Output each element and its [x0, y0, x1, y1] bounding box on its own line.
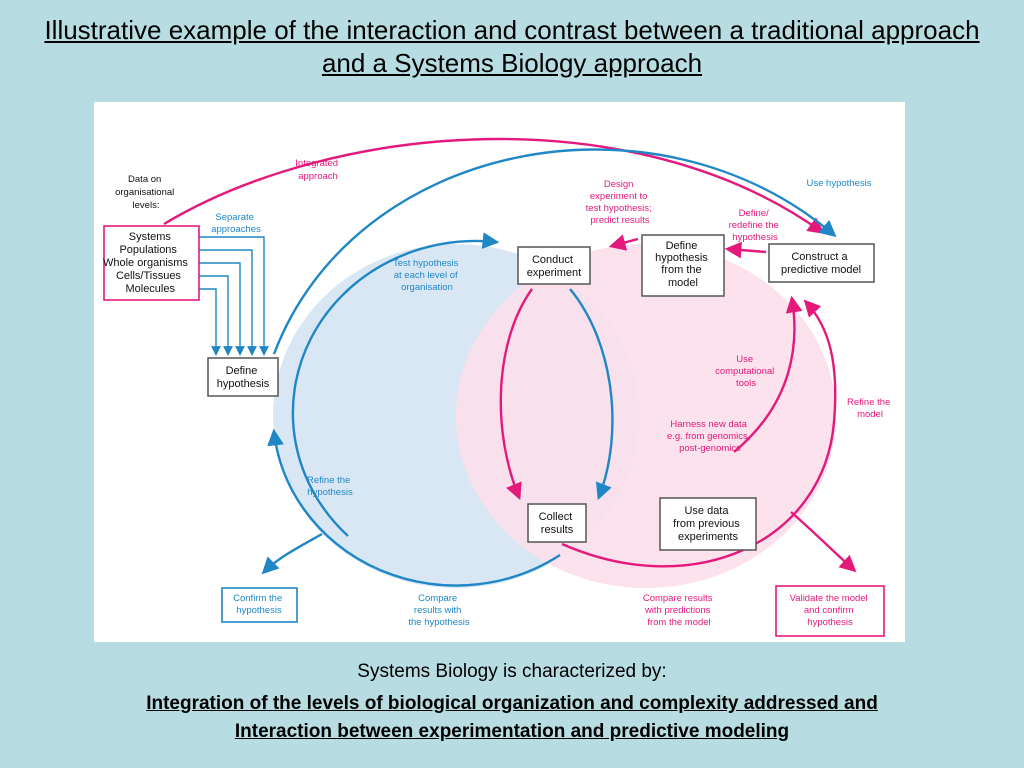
diagram-panel: Systems Populations Whole organisms Cell… [94, 102, 905, 642]
define-redefine-arrow [724, 241, 767, 259]
test-hypothesis-label: Test hypothesis at each level of organis… [393, 258, 461, 293]
page-title: Illustrative example of the interaction … [44, 15, 980, 78]
confirm-hypothesis-arrow [261, 532, 323, 575]
subtitle: Systems Biology is characterized by: [357, 661, 667, 682]
design-experiment-label: Design experiment to test hypothesis; pr… [586, 179, 655, 226]
collect-results-label: Collect results [539, 511, 576, 536]
data-on-levels-label: Data on organisational levels: [115, 174, 177, 211]
define-hypothesis-model-box [641, 234, 725, 297]
systems-biology-diagram: Systems Populations Whole organisms Cell… [103, 137, 893, 637]
define-redefine-label: Define/ redefine the hypothesis [729, 208, 782, 243]
validate-model-arrow [790, 511, 857, 573]
use-computational-arrow [733, 295, 803, 453]
define-hypothesis-label: Define hypothesis [217, 365, 270, 390]
use-hypothesis-label: Use hypothesis [807, 178, 872, 189]
harness-data-label: Harness new data e.g. from genomics, pos… [667, 419, 753, 454]
separate-line-3 [194, 262, 245, 356]
key-point-integration: Integration of the levels of biological … [146, 693, 878, 714]
define-hypothesis-model-label: Define hypothesis from the model [655, 240, 711, 289]
separate-line-2 [184, 249, 257, 356]
use-data-box [659, 497, 757, 551]
compare-hypothesis-label: Compare results with the hypothesis [408, 593, 470, 628]
levels-list: Systems Populations Whole organisms Cell… [103, 231, 191, 295]
use-data-label: Use data from previous experiments [673, 505, 743, 543]
separate-approaches-label: Separate approaches [211, 212, 261, 235]
refine-model-arrow [561, 299, 837, 568]
levels-box [103, 225, 200, 301]
separate-line-1 [179, 236, 269, 356]
separate-line-4 [188, 275, 233, 356]
conduct-to-collect-blue-arrow [569, 288, 614, 501]
construct-model-label: Construct a predictive model [781, 251, 861, 276]
conduct-experiment-label: Conduct experiment [527, 254, 581, 279]
refine-hypothesis-arrow [267, 428, 561, 587]
validate-model-box [775, 585, 885, 637]
refine-model-label: Refine the model [847, 397, 893, 420]
use-computational-label: Use computational tools [715, 354, 777, 389]
test-hypothesis-arrow [291, 232, 500, 537]
integrated-approach-arrow [163, 137, 825, 234]
collect-results-box [527, 503, 587, 543]
design-experiment-arrow [608, 234, 639, 251]
conduct-to-collect-pink-arrow [499, 288, 533, 501]
construct-model-box [768, 243, 875, 283]
define-hypothesis-box [207, 357, 279, 397]
refine-hypothesis-label: Refine the hypothesis [307, 475, 353, 498]
validate-model-label: Validate the model and confirm hypothesi… [790, 593, 871, 628]
compare-predictions-label: Compare results with predictions from th… [643, 593, 715, 628]
confirm-hypothesis-box [221, 587, 298, 623]
conduct-experiment-box [517, 246, 591, 285]
key-point-interaction: Interaction between experimentation and … [234, 721, 790, 742]
use-hypothesis-arrow [272, 148, 837, 355]
integrated-approach-label: Integrated approach [295, 158, 340, 182]
confirm-hypothesis-label: Confirm the hypothesis [233, 593, 285, 616]
